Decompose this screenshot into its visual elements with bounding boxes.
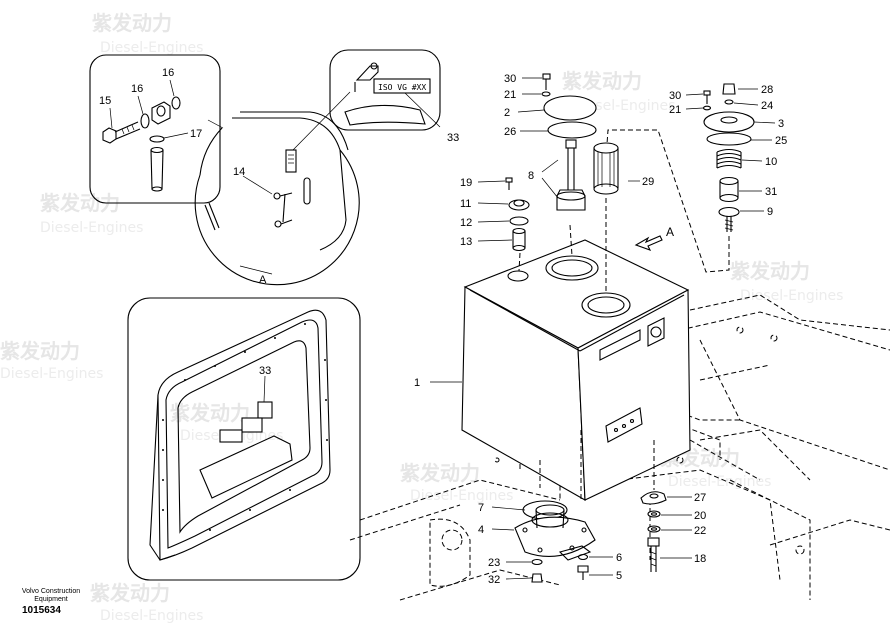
link-rod-14 — [273, 192, 293, 228]
callout-28: 28 — [761, 84, 773, 96]
callout-11: 11 — [460, 198, 471, 210]
view-arrow-label: A — [666, 225, 674, 239]
callout-18: 18 — [694, 553, 706, 565]
callout-7: 7 — [478, 502, 484, 514]
document-number: 1015634 — [22, 605, 61, 616]
decal-detail: ISO VG #XX 33 — [329, 49, 459, 144]
callout-29: 29 — [642, 176, 654, 188]
callout-5: 5 — [616, 570, 622, 582]
callout-9: 9 — [767, 206, 773, 218]
detail-view-a-circle: 14 A — [194, 91, 360, 286]
callout-30: 30 — [669, 90, 681, 102]
callout-10: 10 — [765, 156, 777, 168]
watermark-cn: 紫发动力 — [0, 339, 80, 363]
watermark-en: Diesel-Engines — [0, 366, 103, 382]
callout-24: 24 — [761, 100, 773, 112]
callout-22: 22 — [694, 525, 706, 537]
spacer-block — [151, 101, 171, 125]
callout-33: 33 — [447, 132, 459, 144]
callout-2: 2 — [504, 107, 510, 119]
bolt-15 — [102, 121, 141, 144]
view-label-a: A — [259, 274, 267, 286]
tank-cover-assembly: 30 21 2 26 8 29 19 11 12 13 — [460, 73, 654, 252]
watermark-cn: 紫发动力 — [92, 11, 172, 35]
watermark-cn: 紫发动力 — [90, 581, 170, 605]
callout-30: 30 — [504, 73, 516, 85]
callout-15: 15 — [99, 95, 111, 107]
door-frame-detail: 33 — [127, 297, 361, 581]
view-arrow-a: A — [634, 225, 674, 251]
oil-can-icon — [355, 65, 379, 81]
callout-6: 6 — [616, 552, 622, 564]
watermark-en: Diesel-Engines — [668, 474, 771, 490]
callout-13: 13 — [460, 236, 472, 248]
callout-3: 3 — [778, 118, 784, 130]
decal-text: ISO VG #XX — [378, 83, 426, 92]
pin — [150, 146, 164, 192]
mount-hardware: 27 20 22 18 — [640, 440, 706, 572]
suction-flange-assembly: 7 4 23 32 6 5 — [478, 500, 622, 586]
callout-8: 8 — [528, 170, 534, 182]
decal-33 — [257, 401, 273, 419]
callout-32: 32 — [488, 574, 500, 586]
watermark-cn: 紫发动力 — [562, 69, 642, 93]
watermark-cn: 紫发动力 — [170, 401, 250, 425]
callout-14: 14 — [233, 166, 245, 178]
callout-20: 20 — [694, 510, 706, 522]
callout-4: 4 — [478, 524, 484, 536]
callout-31: 31 — [765, 186, 777, 198]
breather-assembly: 28 24 3 25 10 31 9 30 21 — [606, 83, 787, 273]
hydraulic-tank: 1 — [414, 198, 691, 501]
watermark-cn: 紫发动力 — [400, 461, 480, 485]
callout-17: 17 — [190, 128, 202, 140]
decal-label — [373, 78, 431, 94]
watermark-en: Diesel-Engines — [100, 40, 203, 56]
frame-outline — [349, 294, 890, 601]
brand-line-1: Volvo Construction — [21, 588, 81, 595]
callout-25: 25 — [775, 135, 787, 147]
callout-33: 33 — [259, 365, 271, 377]
callout-16: 16 — [162, 67, 174, 79]
watermark-cn: 紫发动力 — [730, 259, 810, 283]
watermark-en: Diesel-Engines — [40, 220, 143, 236]
callout-21: 21 — [504, 89, 516, 101]
callout-19: 19 — [460, 177, 472, 189]
callout-26: 26 — [504, 126, 516, 138]
callout-23: 23 — [488, 557, 500, 569]
callout-16: 16 — [131, 83, 143, 95]
callout-1: 1 — [414, 377, 420, 389]
watermark-en: Diesel-Engines — [100, 608, 203, 624]
callout-21: 21 — [669, 104, 681, 116]
watermark-layer: 紫发动力 Diesel-Engines 紫发动力 Diesel-Engines … — [0, 11, 843, 624]
callout-27: 27 — [694, 492, 706, 504]
watermark-en: Diesel-Engines — [740, 288, 843, 304]
callout-12: 12 — [460, 217, 472, 229]
watermark-en: Diesel-Engines — [572, 98, 675, 114]
watermark-en: Diesel-Engines — [410, 488, 513, 504]
brand-line-2: Equipment — [34, 596, 68, 603]
detail-fastener-box: 15 16 16 17 — [89, 54, 221, 204]
brand-label: Volvo Construction Equipment — [18, 588, 84, 604]
